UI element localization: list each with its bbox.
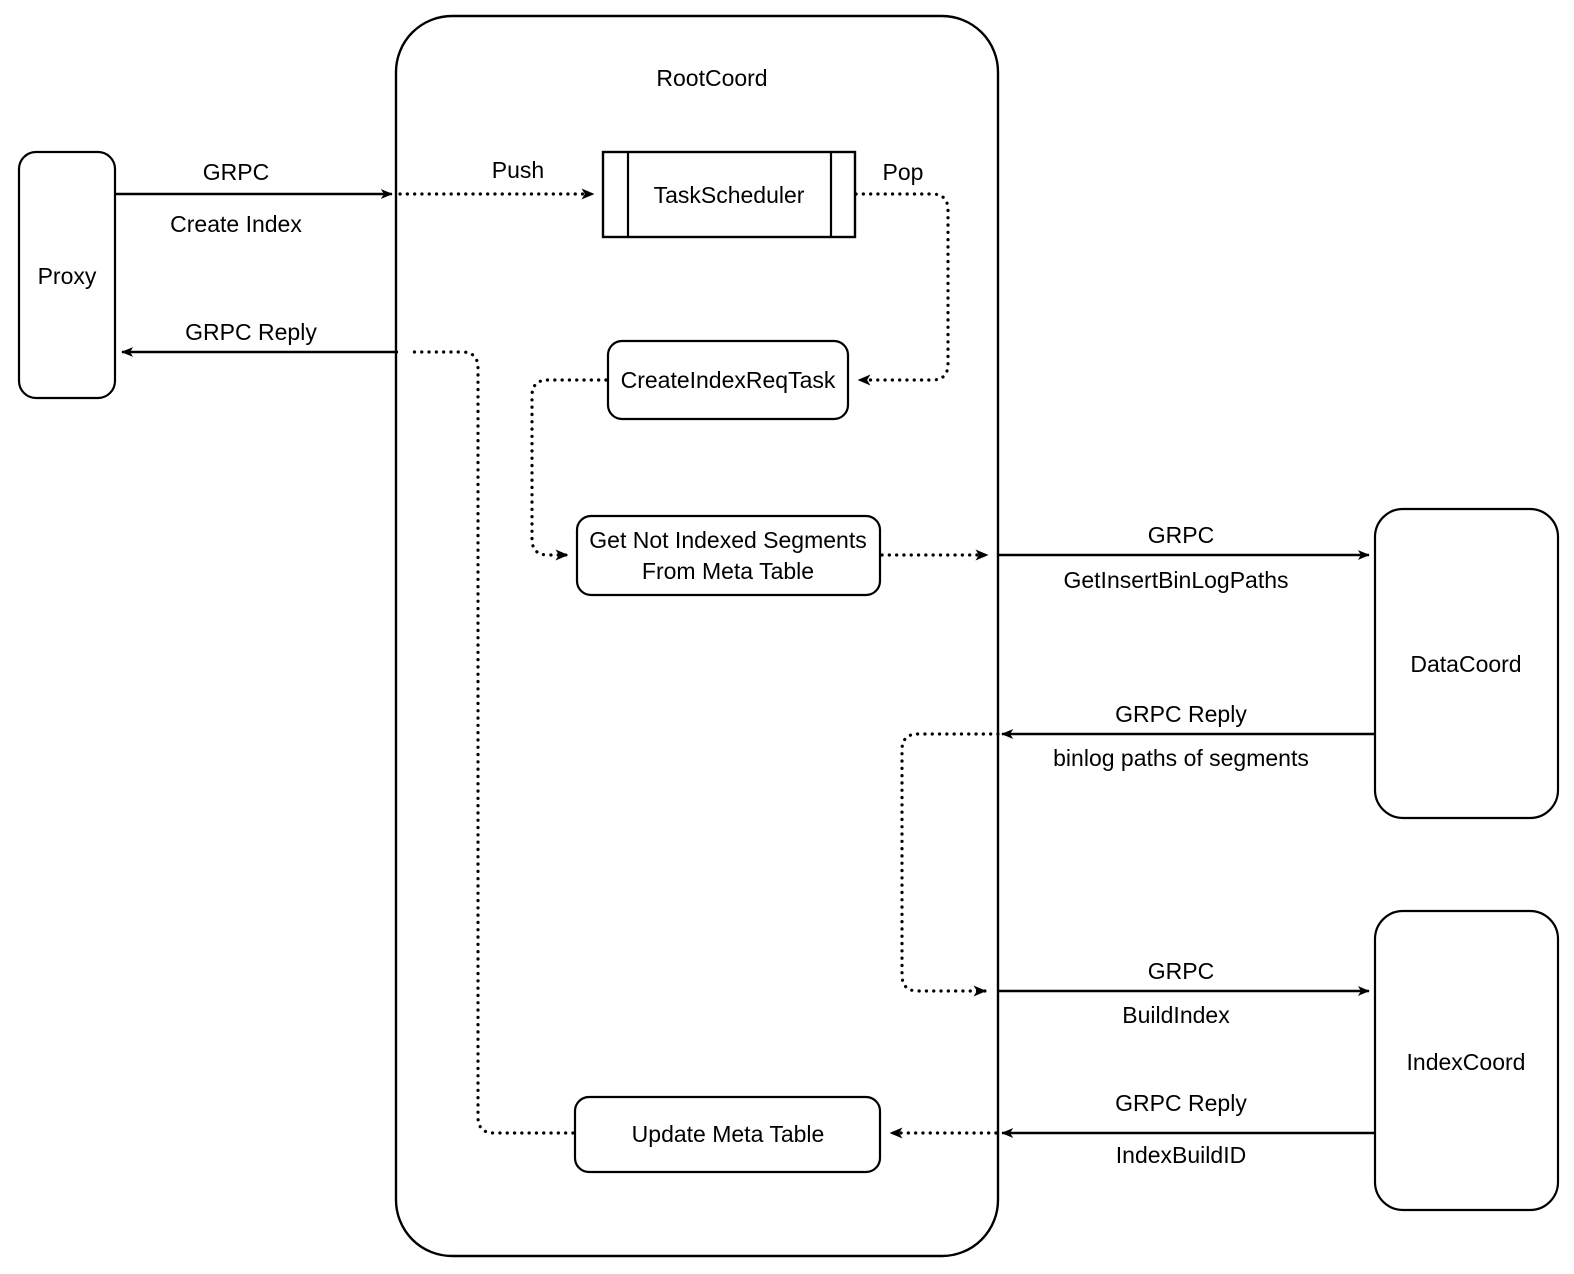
edge-create-index-req-task-to-get-segments	[530, 378, 608, 561]
node-update-meta-table[interactable]: Update Meta Table	[573, 1095, 882, 1174]
node-get-not-indexed-segments[interactable]: Get Not Indexed Segments From Meta Table	[575, 514, 882, 597]
edge-datacoord-to-rootcoord-label-bottom: binlog paths of segments	[1053, 745, 1309, 771]
node-data-coord[interactable]: DataCoord	[1373, 507, 1560, 820]
node-index-coord[interactable]: IndexCoord	[1373, 909, 1560, 1212]
edge-indexcoord-to-rootcoord: GRPC Reply IndexBuildID	[1001, 1090, 1375, 1168]
task-scheduler-box[interactable]	[601, 150, 857, 239]
proxy-label: Proxy	[38, 263, 97, 289]
edge-rootcoord-to-proxy: GRPC Reply	[121, 319, 398, 357]
edge-rootcoord-to-indexcoord-label-top: GRPC	[1148, 958, 1214, 984]
edge-pop-to-create-index-req-task: Pop	[854, 159, 950, 386]
edge-rootcoord-to-datacoord: GRPC GetInsertBinLogPaths	[998, 522, 1370, 593]
edge-datacoord-to-rootcoord-label-top: GRPC Reply	[1115, 701, 1247, 727]
get-not-indexed-segments-label-line2: From Meta Table	[642, 558, 814, 584]
index-coord-label: IndexCoord	[1407, 1049, 1526, 1075]
edge-push-label: Push	[492, 157, 544, 183]
index-coord-box[interactable]	[1373, 909, 1560, 1212]
edge-pop-label: Pop	[883, 159, 924, 185]
get-not-indexed-segments-label-line1: Get Not Indexed Segments	[589, 527, 866, 553]
edge-rootcoord-to-datacoord-label-top: GRPC	[1148, 522, 1214, 548]
edge-pop-path	[854, 192, 950, 386]
get-not-indexed-segments-box[interactable]	[575, 514, 882, 597]
edge-indexcoord-to-rootcoord-label-bottom: IndexBuildID	[1116, 1142, 1246, 1168]
edge-rootcoord-to-datacoord-label-bottom: GetInsertBinLogPaths	[1063, 567, 1288, 593]
edge-update-meta-table-to-grpc-reply-path	[406, 350, 575, 1135]
edge-indexcoord-to-rootcoord-label-top: GRPC Reply	[1115, 1090, 1247, 1116]
rootcoord-title: RootCoord	[656, 65, 767, 91]
update-meta-table-label: Update Meta Table	[632, 1121, 825, 1147]
edge-proxy-to-rootcoord-label-bottom: Create Index	[170, 211, 302, 237]
edge-datacoord-to-rootcoord: GRPC Reply binlog paths of segments	[1001, 701, 1375, 771]
edge-rootcoord-to-indexcoord-label-bottom: BuildIndex	[1122, 1002, 1230, 1028]
edge-proxy-to-rootcoord: GRPC Create Index	[116, 159, 393, 237]
data-coord-box[interactable]	[1373, 507, 1560, 820]
edge-create-to-get-segments-path	[530, 378, 608, 561]
edge-binlog-reply-to-buildindex-path	[900, 732, 1000, 997]
rootcoord-container: RootCoord	[394, 14, 1000, 1258]
task-scheduler-label: TaskScheduler	[654, 182, 805, 208]
node-task-scheduler[interactable]: TaskScheduler	[601, 150, 857, 239]
edge-update-meta-table-to-grpc-reply	[406, 350, 575, 1135]
update-meta-table-box[interactable]	[573, 1095, 882, 1174]
node-create-index-req-task[interactable]: CreateIndexReqTask	[606, 339, 850, 421]
edge-rootcoord-to-indexcoord: GRPC BuildIndex	[998, 958, 1370, 1028]
edge-proxy-to-rootcoord-label-top: GRPC	[203, 159, 269, 185]
proxy-box[interactable]	[17, 150, 117, 400]
create-index-req-task-label: CreateIndexReqTask	[621, 367, 836, 393]
edge-binlog-reply-to-buildindex	[900, 732, 1000, 997]
rootcoord-boundary	[394, 14, 1000, 1258]
data-coord-label: DataCoord	[1410, 651, 1521, 677]
create-index-req-task-box[interactable]	[606, 339, 850, 421]
edge-rootcoord-to-proxy-label: GRPC Reply	[185, 319, 317, 345]
edge-push-to-task-scheduler: Push	[398, 157, 596, 200]
node-proxy[interactable]: Proxy	[17, 150, 117, 400]
